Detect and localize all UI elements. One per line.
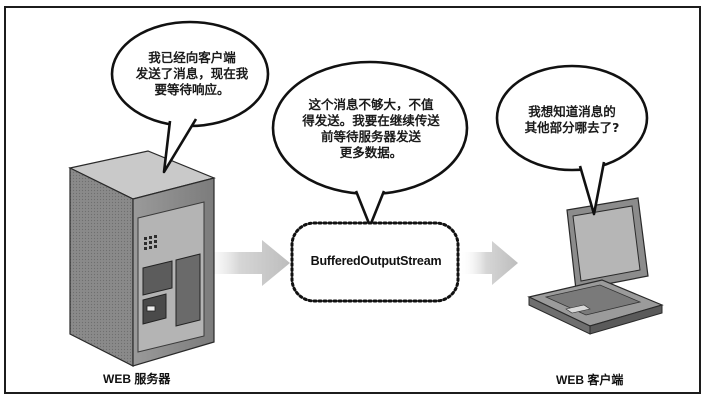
server-bubble-line-1: 我已经向客户端	[148, 50, 236, 65]
buffered-output-stream-label: BufferedOutputStream	[310, 254, 442, 268]
server-bubble-line-2: 发送了消息，现在我	[135, 66, 249, 81]
server-bubble-line-3: 要等待响应。	[154, 82, 230, 97]
client-bubble-line-1: 我想知道消息的	[528, 104, 616, 119]
buffer-bubble-text: 这个消息不够大，不值 得发送。我要在继续传送 前等待服务器发送 更多数据。	[296, 97, 446, 161]
web-server-caption: WEB 服务器	[103, 372, 171, 386]
speech-bubble-server	[110, 20, 270, 174]
web-client-caption: WEB 客户端	[556, 373, 624, 387]
server-bubble-text: 我已经向客户端 发送了消息，现在我 要等待响应。	[130, 50, 254, 98]
arrow-server-to-buffer	[198, 240, 290, 286]
buffer-bubble-line-2: 得发送。我要在继续传送	[302, 113, 440, 128]
buffer-bubble-line-1: 这个消息不够大，不值	[308, 97, 434, 112]
buffer-bubble-line-4: 更多数据。	[339, 145, 403, 160]
buffer-bubble-line-3: 前等待服务器发送	[320, 129, 421, 144]
client-bubble-text: 我想知道消息的 其他部分哪去了?	[512, 104, 632, 136]
arrow-buffer-to-client	[460, 241, 518, 285]
buffered-output-stream-box	[290, 221, 460, 303]
laptop-client-icon	[527, 197, 664, 335]
speech-bubble-client	[495, 64, 649, 216]
client-bubble-line-2: 其他部分哪去了?	[524, 120, 620, 135]
server-tower-icon	[68, 150, 216, 367]
speech-bubble-buffer	[271, 60, 469, 228]
